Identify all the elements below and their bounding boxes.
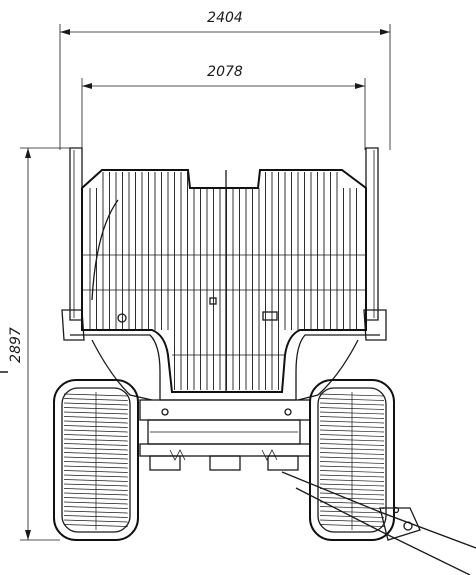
overall-width-dimension: 2404: [59, 10, 391, 150]
overall-height-dimension: 2897: [0, 147, 72, 541]
overall-width-label: 2404: [207, 10, 243, 26]
left-wheel-tread: [63, 392, 129, 530]
left-stake: [61, 147, 85, 341]
front-grille: [81, 169, 367, 393]
overall-height-label: 2897: [8, 327, 24, 363]
drawbar: [281, 471, 476, 575]
frame: [70, 334, 380, 471]
bunk-width-dimension: 2078: [81, 64, 366, 150]
bunk-width-label: 2078: [207, 64, 243, 80]
right-stake: [363, 147, 387, 341]
grille-bars: [89, 172, 357, 390]
left-wheel: [53, 379, 139, 541]
